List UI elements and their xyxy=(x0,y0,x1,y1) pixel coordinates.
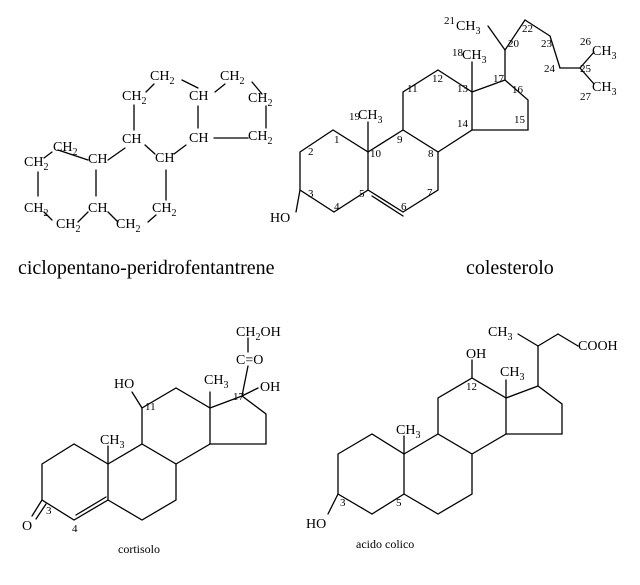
cholesterol-atom-number: 18 xyxy=(452,47,464,59)
cpp-ch2-label: CH2 xyxy=(56,217,80,235)
cortisol-ketone-o-label: O xyxy=(22,519,32,534)
cpp-ch-label: CH xyxy=(88,201,107,216)
cpp-ch2-label: CH2 xyxy=(116,217,140,235)
cholesterol-atom-number: 15 xyxy=(514,114,526,126)
cholesterol-c19-methyl-label: CH3 xyxy=(358,108,382,126)
cholesterol-structure: HO CH3 CH3 CH3 CH3 CH3 1 2 3 4 5 6 7 8 9… xyxy=(270,15,616,226)
cholesterol-atom-number: 8 xyxy=(428,148,434,160)
cortisol-ch2oh-label: CH2OH xyxy=(236,325,281,343)
cholesterol-c18-methyl-label: CH3 xyxy=(462,48,486,66)
cholesterol-atom-number: 25 xyxy=(580,63,592,75)
cyclopentanoperhydrophenanthrene-structure: CH2 CH2 CH CH2 CH CH2 CH2 CH2 CH CH CH2 … xyxy=(24,69,272,235)
cholesterol-atom-number: 5 xyxy=(359,188,365,200)
cpp-ch2-label: CH2 xyxy=(150,69,174,87)
cpp-ch2-label: CH2 xyxy=(248,129,272,147)
cholesterol-atom-number: 22 xyxy=(522,23,533,35)
cpp-ch2-label: CH2 xyxy=(24,201,48,219)
cholesterol-atom-number: 16 xyxy=(512,84,524,96)
cpp-ch-label: CH xyxy=(122,132,141,147)
cholic-acid-bonds xyxy=(327,333,579,515)
cholic-acid-cooh-label: COOH xyxy=(578,339,618,354)
cpp-ch2-label: CH2 xyxy=(220,69,244,87)
cortisol-carbonyl-label: C=O xyxy=(236,353,263,368)
cortisol-atom-number: 11 xyxy=(145,401,156,413)
cholic-acid-c3-ho-label: HO xyxy=(306,517,326,532)
cholesterol-atom-number: 1 xyxy=(334,134,340,146)
cholesterol-ho-label: HO xyxy=(270,211,290,226)
cortisol-bonds xyxy=(31,337,267,521)
cholic-acid-atom-number: 12 xyxy=(466,381,477,393)
cpp-ch-label: CH xyxy=(189,89,208,104)
cortisol-c11-ho-label: HO xyxy=(114,377,134,392)
cortisol-structure: CH2OH C=O OH HO CH3 CH3 O 3 4 11 17 cort… xyxy=(22,325,281,556)
cholesterol-atom-number: 3 xyxy=(308,188,314,200)
cpp-ch2-label: CH2 xyxy=(53,140,77,158)
cortisol-c19-methyl-label: CH3 xyxy=(100,433,124,451)
cholesterol-atom-number: 12 xyxy=(432,73,443,85)
cholesterol-atom-number: 9 xyxy=(397,134,403,146)
cortisol-atom-number: 3 xyxy=(46,505,52,517)
cholesterol-caption: colesterolo xyxy=(466,257,554,279)
cholesterol-atom-number: 7 xyxy=(427,187,433,199)
cholesterol-atom-number: 26 xyxy=(580,36,592,48)
cpp-caption: ciclopentano-peridrofentantrene xyxy=(18,257,275,279)
cholesterol-atom-number: 6 xyxy=(401,201,407,213)
cholesterol-atom-number: 27 xyxy=(580,91,592,103)
cpp-labels: CH2 CH2 CH CH2 CH CH2 CH2 CH2 CH CH CH2 … xyxy=(24,69,272,235)
cholic-acid-labels: CH3 COOH OH CH3 CH3 HO 3 5 12 acido coli… xyxy=(306,325,618,551)
cholic-acid-c12-oh-label: OH xyxy=(466,347,486,362)
cholesterol-atom-number: 2 xyxy=(308,146,314,158)
cholic-acid-c18-methyl-label: CH3 xyxy=(500,365,524,383)
cholic-acid-atom-number: 5 xyxy=(396,497,402,509)
cholesterol-atom-number: 10 xyxy=(370,148,382,160)
cholesterol-atom-number: 19 xyxy=(349,111,361,123)
cholesterol-c26-methyl-label: CH3 xyxy=(592,44,616,62)
cortisol-atom-number: 4 xyxy=(72,523,78,535)
cholesterol-bonds xyxy=(295,19,595,217)
cholesterol-atom-number: 11 xyxy=(407,83,418,95)
cholic-acid-atom-number: 3 xyxy=(340,497,346,509)
cholesterol-atom-number: 21 xyxy=(444,15,455,27)
cpp-ch-label: CH xyxy=(189,131,208,146)
cortisol-labels: CH2OH C=O OH HO CH3 CH3 O 3 4 11 17 cort… xyxy=(22,325,281,556)
cholic-acid-c21-methyl-label: CH3 xyxy=(488,325,512,343)
cholesterol-atom-number: 20 xyxy=(508,38,520,50)
cholesterol-atom-number: 17 xyxy=(493,73,505,85)
cpp-bonds xyxy=(37,79,267,223)
cholic-acid-c19-methyl-label: CH3 xyxy=(396,423,420,441)
cortisol-c18-methyl-label: CH3 xyxy=(204,373,228,391)
cholesterol-atom-number: 13 xyxy=(457,83,469,95)
cholesterol-c27-methyl-label: CH3 xyxy=(592,80,616,98)
cholesterol-atom-number: 14 xyxy=(457,118,469,130)
cortisol-atom-number: 17 xyxy=(233,391,245,403)
cpp-ch-label: CH xyxy=(155,151,174,166)
cpp-ch2-label: CH2 xyxy=(248,91,272,109)
cpp-ch-label: CH xyxy=(88,152,107,167)
cholesterol-labels: HO CH3 CH3 CH3 CH3 CH3 1 2 3 4 5 6 7 8 9… xyxy=(270,15,616,226)
cpp-ch2-label: CH2 xyxy=(24,155,48,173)
cpp-ch2-label: CH2 xyxy=(122,89,146,107)
cholesterol-atom-number: 4 xyxy=(334,201,340,213)
cholesterol-atom-number: 24 xyxy=(544,63,556,75)
cholic-acid-caption: acido colico xyxy=(356,537,414,551)
cholic-acid-structure: CH3 COOH OH CH3 CH3 HO 3 5 12 acido coli… xyxy=(306,325,618,551)
cortisol-c17-oh-label: OH xyxy=(260,380,280,395)
cortisol-caption: cortisolo xyxy=(118,542,160,556)
cpp-ch2-label: CH2 xyxy=(152,201,176,219)
cholesterol-c21-methyl-label: CH3 xyxy=(456,19,480,37)
cholesterol-atom-number: 23 xyxy=(541,38,553,50)
